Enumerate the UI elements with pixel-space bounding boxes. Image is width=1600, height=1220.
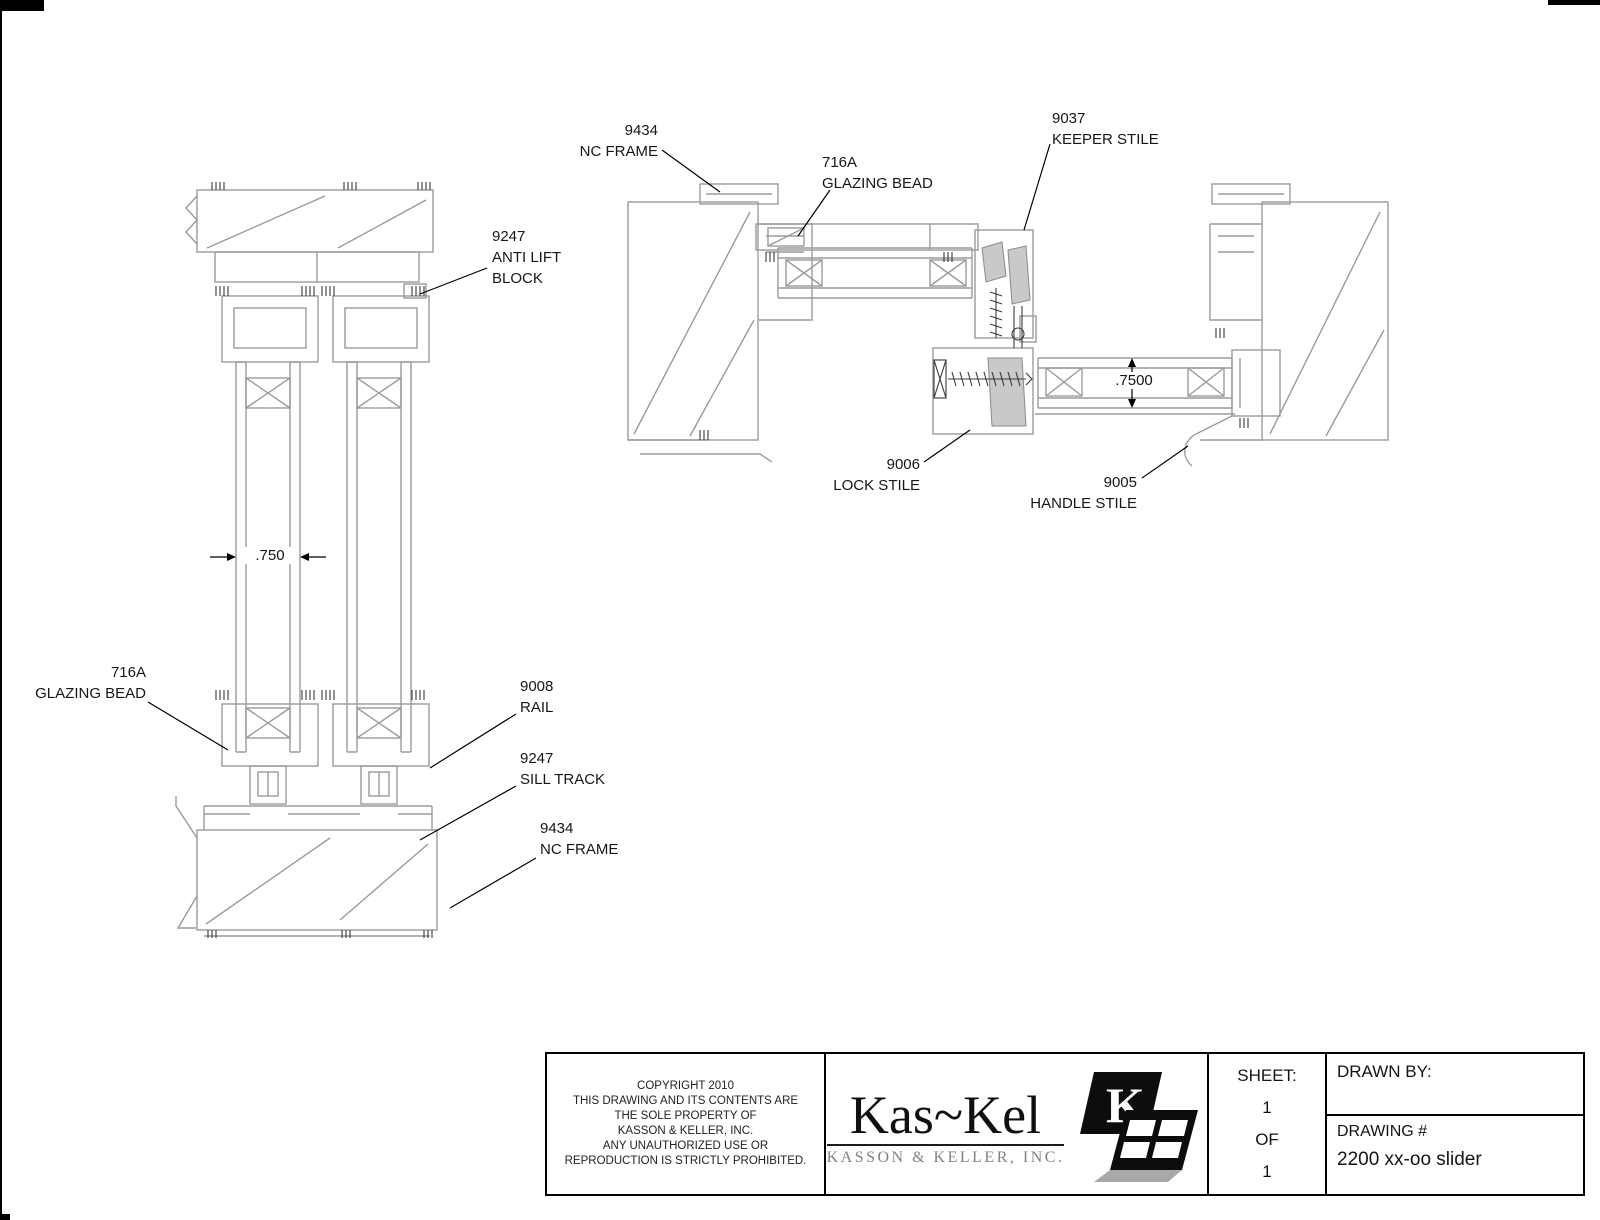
callout-label: KEEPER STILE bbox=[1052, 131, 1159, 148]
callout-code: 9037 bbox=[1052, 110, 1086, 127]
sheet-of: OF bbox=[1255, 1130, 1279, 1149]
callout-nc-frame-left: 9434 NC FRAME bbox=[540, 818, 618, 860]
callout-label: HANDLE STILE bbox=[1030, 495, 1137, 512]
scan-artifact-topright bbox=[1548, 0, 1600, 5]
callout-code: 9434 bbox=[540, 820, 574, 837]
company-logo: Kas~Kel KASSON & KELLER, INC. K bbox=[824, 1054, 1207, 1194]
callout-code: 9005 bbox=[1103, 474, 1137, 491]
drawing-number-cell: DRAWING # 2200 xx-oo slider bbox=[1327, 1116, 1583, 1194]
callout-label: BLOCK bbox=[492, 270, 543, 287]
callout-code: 716A bbox=[110, 664, 146, 681]
logo-text: Kas~Kel KASSON & KELLER, INC. bbox=[826, 1085, 1065, 1167]
callout-label: NC FRAME bbox=[579, 143, 658, 160]
drawing-number-value: 2200 xx-oo slider bbox=[1337, 1149, 1482, 1170]
drawn-by-cell: DRAWN BY: bbox=[1327, 1054, 1583, 1116]
callout-code: 9247 bbox=[492, 228, 526, 245]
copyright-line: REPRODUCTION IS STRICTLY PROHIBITED. bbox=[564, 1155, 807, 1167]
sheet-label: SHEET: bbox=[1237, 1066, 1297, 1085]
kaskel-logo-icon: K bbox=[1080, 1072, 1199, 1182]
callout-label: NC FRAME bbox=[540, 841, 619, 858]
logo-subtitle: KASSON & KELLER, INC. bbox=[826, 1144, 1065, 1167]
callout-code: 9008 bbox=[520, 678, 554, 695]
scan-artifact-topleft bbox=[0, 0, 44, 11]
callout-label: GLAZING BEAD bbox=[35, 685, 146, 702]
scan-artifact-leftedge bbox=[0, 0, 2, 1220]
callout-label: ANTI LIFT bbox=[492, 249, 562, 266]
logo-name: Kas~Kel bbox=[849, 1085, 1042, 1145]
copyright-notice: COPYRIGHT 2010 THIS DRAWING AND ITS CONT… bbox=[547, 1054, 824, 1194]
dimension-750: .750 bbox=[244, 547, 296, 564]
dimension-7500: .7500 bbox=[1105, 372, 1163, 389]
callout-label: GLAZING BEAD bbox=[822, 175, 933, 192]
callout-rail: 9008 RAIL bbox=[520, 676, 553, 718]
copyright-line: ANY UNAUTHORIZED USE OR bbox=[602, 1140, 769, 1152]
copyright-line: THIS DRAWING AND ITS CONTENTS ARE bbox=[572, 1095, 799, 1107]
callout-code: 9247 bbox=[520, 750, 554, 767]
callout-handle-stile: 9005 HANDLE STILE bbox=[997, 472, 1137, 514]
callout-label: LOCK STILE bbox=[833, 477, 920, 494]
callout-glazing-bead-right: 716A GLAZING BEAD bbox=[822, 152, 933, 194]
callout-label: SILL TRACK bbox=[520, 771, 606, 788]
sheet-info: SHEET: 1 OF 1 bbox=[1207, 1054, 1325, 1194]
copyright-line: KASSON & KELLER, INC. bbox=[617, 1125, 754, 1137]
sheet-total: 1 bbox=[1262, 1162, 1272, 1181]
drawn-by-label: DRAWN BY: bbox=[1337, 1062, 1432, 1081]
callout-anti-lift-block: 9247 ANTI LIFT BLOCK bbox=[492, 226, 561, 289]
callout-sill-track: 9247 SILL TRACK bbox=[520, 748, 605, 790]
copyright-line: COPYRIGHT 2010 bbox=[637, 1080, 734, 1092]
callout-keeper-stile: 9037 KEEPER STILE bbox=[1052, 108, 1159, 150]
callout-nc-frame-right: 9434 NC FRAME bbox=[518, 120, 658, 162]
title-block: COPYRIGHT 2010 THIS DRAWING AND ITS CONT… bbox=[545, 1052, 1585, 1196]
callout-code: 9006 bbox=[886, 456, 920, 473]
scan-artifact-bottomleft bbox=[0, 1214, 10, 1220]
copyright-line: THE SOLE PROPERTY OF bbox=[614, 1110, 757, 1122]
callout-label: RAIL bbox=[520, 699, 554, 716]
sheet-number: 1 bbox=[1262, 1098, 1272, 1117]
drawing-number-label: DRAWING # bbox=[1337, 1123, 1428, 1140]
title-block-right: DRAWN BY: DRAWING # 2200 xx-oo slider bbox=[1325, 1054, 1583, 1194]
callout-code: 9434 bbox=[624, 122, 658, 139]
callout-lock-stile: 9006 LOCK STILE bbox=[780, 454, 920, 496]
callout-glazing-bead-left: 716A GLAZING BEAD bbox=[28, 662, 146, 704]
callout-code: 716A bbox=[822, 154, 858, 171]
